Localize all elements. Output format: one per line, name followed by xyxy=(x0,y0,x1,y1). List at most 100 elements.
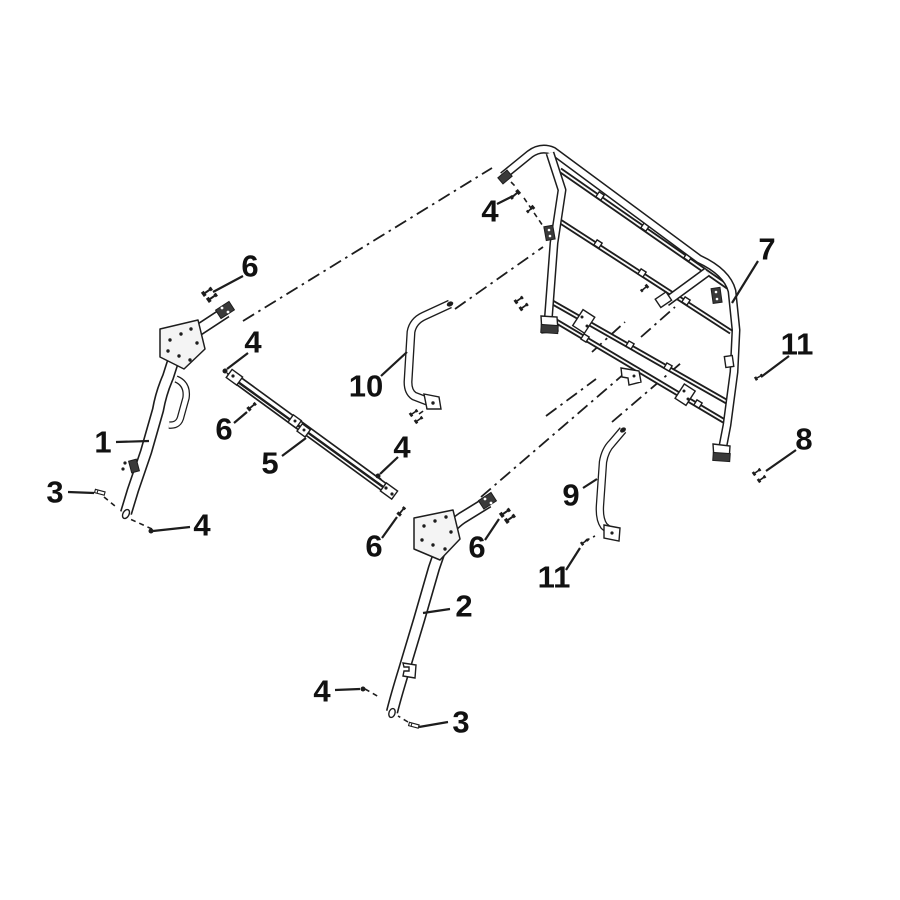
bolt-8-a xyxy=(750,466,763,477)
right-post-mid-bracket xyxy=(723,354,735,369)
bar1-open-end xyxy=(121,508,131,520)
callout-label-part-4: 4 xyxy=(313,674,331,709)
leader-line-part-9 xyxy=(582,478,598,489)
cage-bolt-pair-b xyxy=(517,301,530,313)
axis-bar9-to-cage xyxy=(611,362,682,423)
dash-bracket-to-bolt xyxy=(510,181,518,189)
fasteners xyxy=(94,285,768,729)
bar10-end-cap xyxy=(446,301,454,307)
leader-line-part-5 xyxy=(281,437,307,457)
dash-pin-to-bar2 xyxy=(397,715,409,723)
strut-foot-bracket xyxy=(654,290,673,309)
leader-line-part-11 xyxy=(760,355,790,378)
leader-line-part-2 xyxy=(422,607,451,615)
leader-line-part-6 xyxy=(484,518,500,541)
callout-label-part-8: 8 xyxy=(795,422,812,457)
callout-label-part-3: 3 xyxy=(46,475,63,510)
cage-bolt-pair-a xyxy=(512,294,525,306)
cage-rail-lower-2 xyxy=(547,314,726,424)
leader-line-part-8 xyxy=(765,449,797,472)
support-tube-part10 xyxy=(403,299,454,425)
axis-bar10-to-cage xyxy=(454,246,544,310)
bar1-gusset-plate xyxy=(159,319,206,370)
bar2-gusset-plate xyxy=(413,509,461,561)
callout-label-part-6: 6 xyxy=(241,249,258,284)
leader-line-part-6 xyxy=(381,516,398,539)
bar5-left-end-plate xyxy=(225,368,244,387)
callout-label-part-7: 7 xyxy=(758,232,775,267)
callout-label-part-6: 6 xyxy=(468,530,485,565)
axis-inner-1 xyxy=(545,378,597,417)
callout-label-part-9: 9 xyxy=(562,478,579,513)
bolt-6-right-b xyxy=(502,512,518,525)
nut-4-right xyxy=(375,473,381,479)
nut-4-bottom-left xyxy=(148,528,154,534)
strut-bolt xyxy=(638,282,651,294)
bar9-end-cap xyxy=(620,427,626,433)
support-tube-part9 xyxy=(595,427,627,542)
axis-bar1-to-cage xyxy=(242,167,493,322)
bar2-top-flange xyxy=(477,491,498,510)
left-post-bracket xyxy=(543,224,556,242)
callout-label-part-2: 2 xyxy=(455,589,472,624)
stub-end-bracket xyxy=(497,169,513,185)
rail-bracket-flanged-left xyxy=(571,308,596,335)
bar1-top-flange xyxy=(214,300,236,320)
leader-line-part-4 xyxy=(379,456,399,475)
callout-label-part-10: 10 xyxy=(349,369,383,404)
pin-3-left xyxy=(94,488,106,496)
screw-6-crossbar-left xyxy=(245,400,259,413)
cage-right-foot xyxy=(712,443,731,463)
cross-bar-part5 xyxy=(225,368,399,501)
bar10-foot-bracket xyxy=(423,393,442,410)
leader-line-part-6 xyxy=(212,275,244,293)
callout-label-part-6: 6 xyxy=(215,412,232,447)
bar1-clamp-bracket xyxy=(121,458,141,474)
cage-rail-upper-mid xyxy=(556,217,733,335)
bar5-right-end-plate xyxy=(379,481,399,501)
leader-line-part-4 xyxy=(226,352,249,370)
pin-3-bottom xyxy=(408,721,420,729)
left-roll-bar-part1 xyxy=(120,300,236,520)
bar5-center-clamp xyxy=(287,413,312,438)
nut-4-bottom-mid xyxy=(360,686,366,692)
leader-line-part-1 xyxy=(115,439,150,444)
dash-pin-to-bar1 xyxy=(103,496,116,507)
dash-nut-to-bar1 xyxy=(129,518,153,530)
bar10-bolt-a xyxy=(407,407,420,418)
leader-line-part-3 xyxy=(67,490,95,495)
leader-line-part-7 xyxy=(731,260,759,304)
leader-line-part-4 xyxy=(334,687,361,692)
callout-label-part-4: 4 xyxy=(481,194,499,229)
alignment-axes xyxy=(242,167,682,498)
leader-line-part-4 xyxy=(152,525,191,533)
callout-label-part-4: 4 xyxy=(244,325,262,360)
callout-label-part-1: 1 xyxy=(94,425,111,460)
nut-4-mid xyxy=(222,368,228,374)
screw-6-crossbar-right xyxy=(395,504,408,518)
callout-label-part-3: 3 xyxy=(452,705,469,740)
leader-line-part-11 xyxy=(565,547,581,571)
bar1-handle xyxy=(168,375,191,429)
bar9-foot-bracket xyxy=(603,524,621,542)
axis-inner-3 xyxy=(640,306,676,338)
callout-label-part-11: 11 xyxy=(538,560,571,595)
callout-label-part-5: 5 xyxy=(261,446,278,481)
dash-nut-to-bar2 xyxy=(364,688,380,698)
axis-bar2-to-cage xyxy=(480,372,626,498)
rail-bracket-flanged-right xyxy=(674,383,697,407)
callout-label-part-6: 6 xyxy=(365,529,382,564)
leader-line-part-6 xyxy=(233,411,248,424)
bar10-bolt-b xyxy=(412,414,425,425)
bar2-open-end xyxy=(388,707,396,719)
right-post-upper-bracket xyxy=(710,286,723,305)
leader-line-part-4 xyxy=(496,195,514,205)
leader-line-part-10 xyxy=(380,351,408,377)
bar2-hook-bracket xyxy=(402,662,417,679)
dash-bolt-to-post xyxy=(523,197,546,230)
rail-hook-bracket xyxy=(620,367,642,386)
bolt-6-left-b xyxy=(204,291,220,304)
